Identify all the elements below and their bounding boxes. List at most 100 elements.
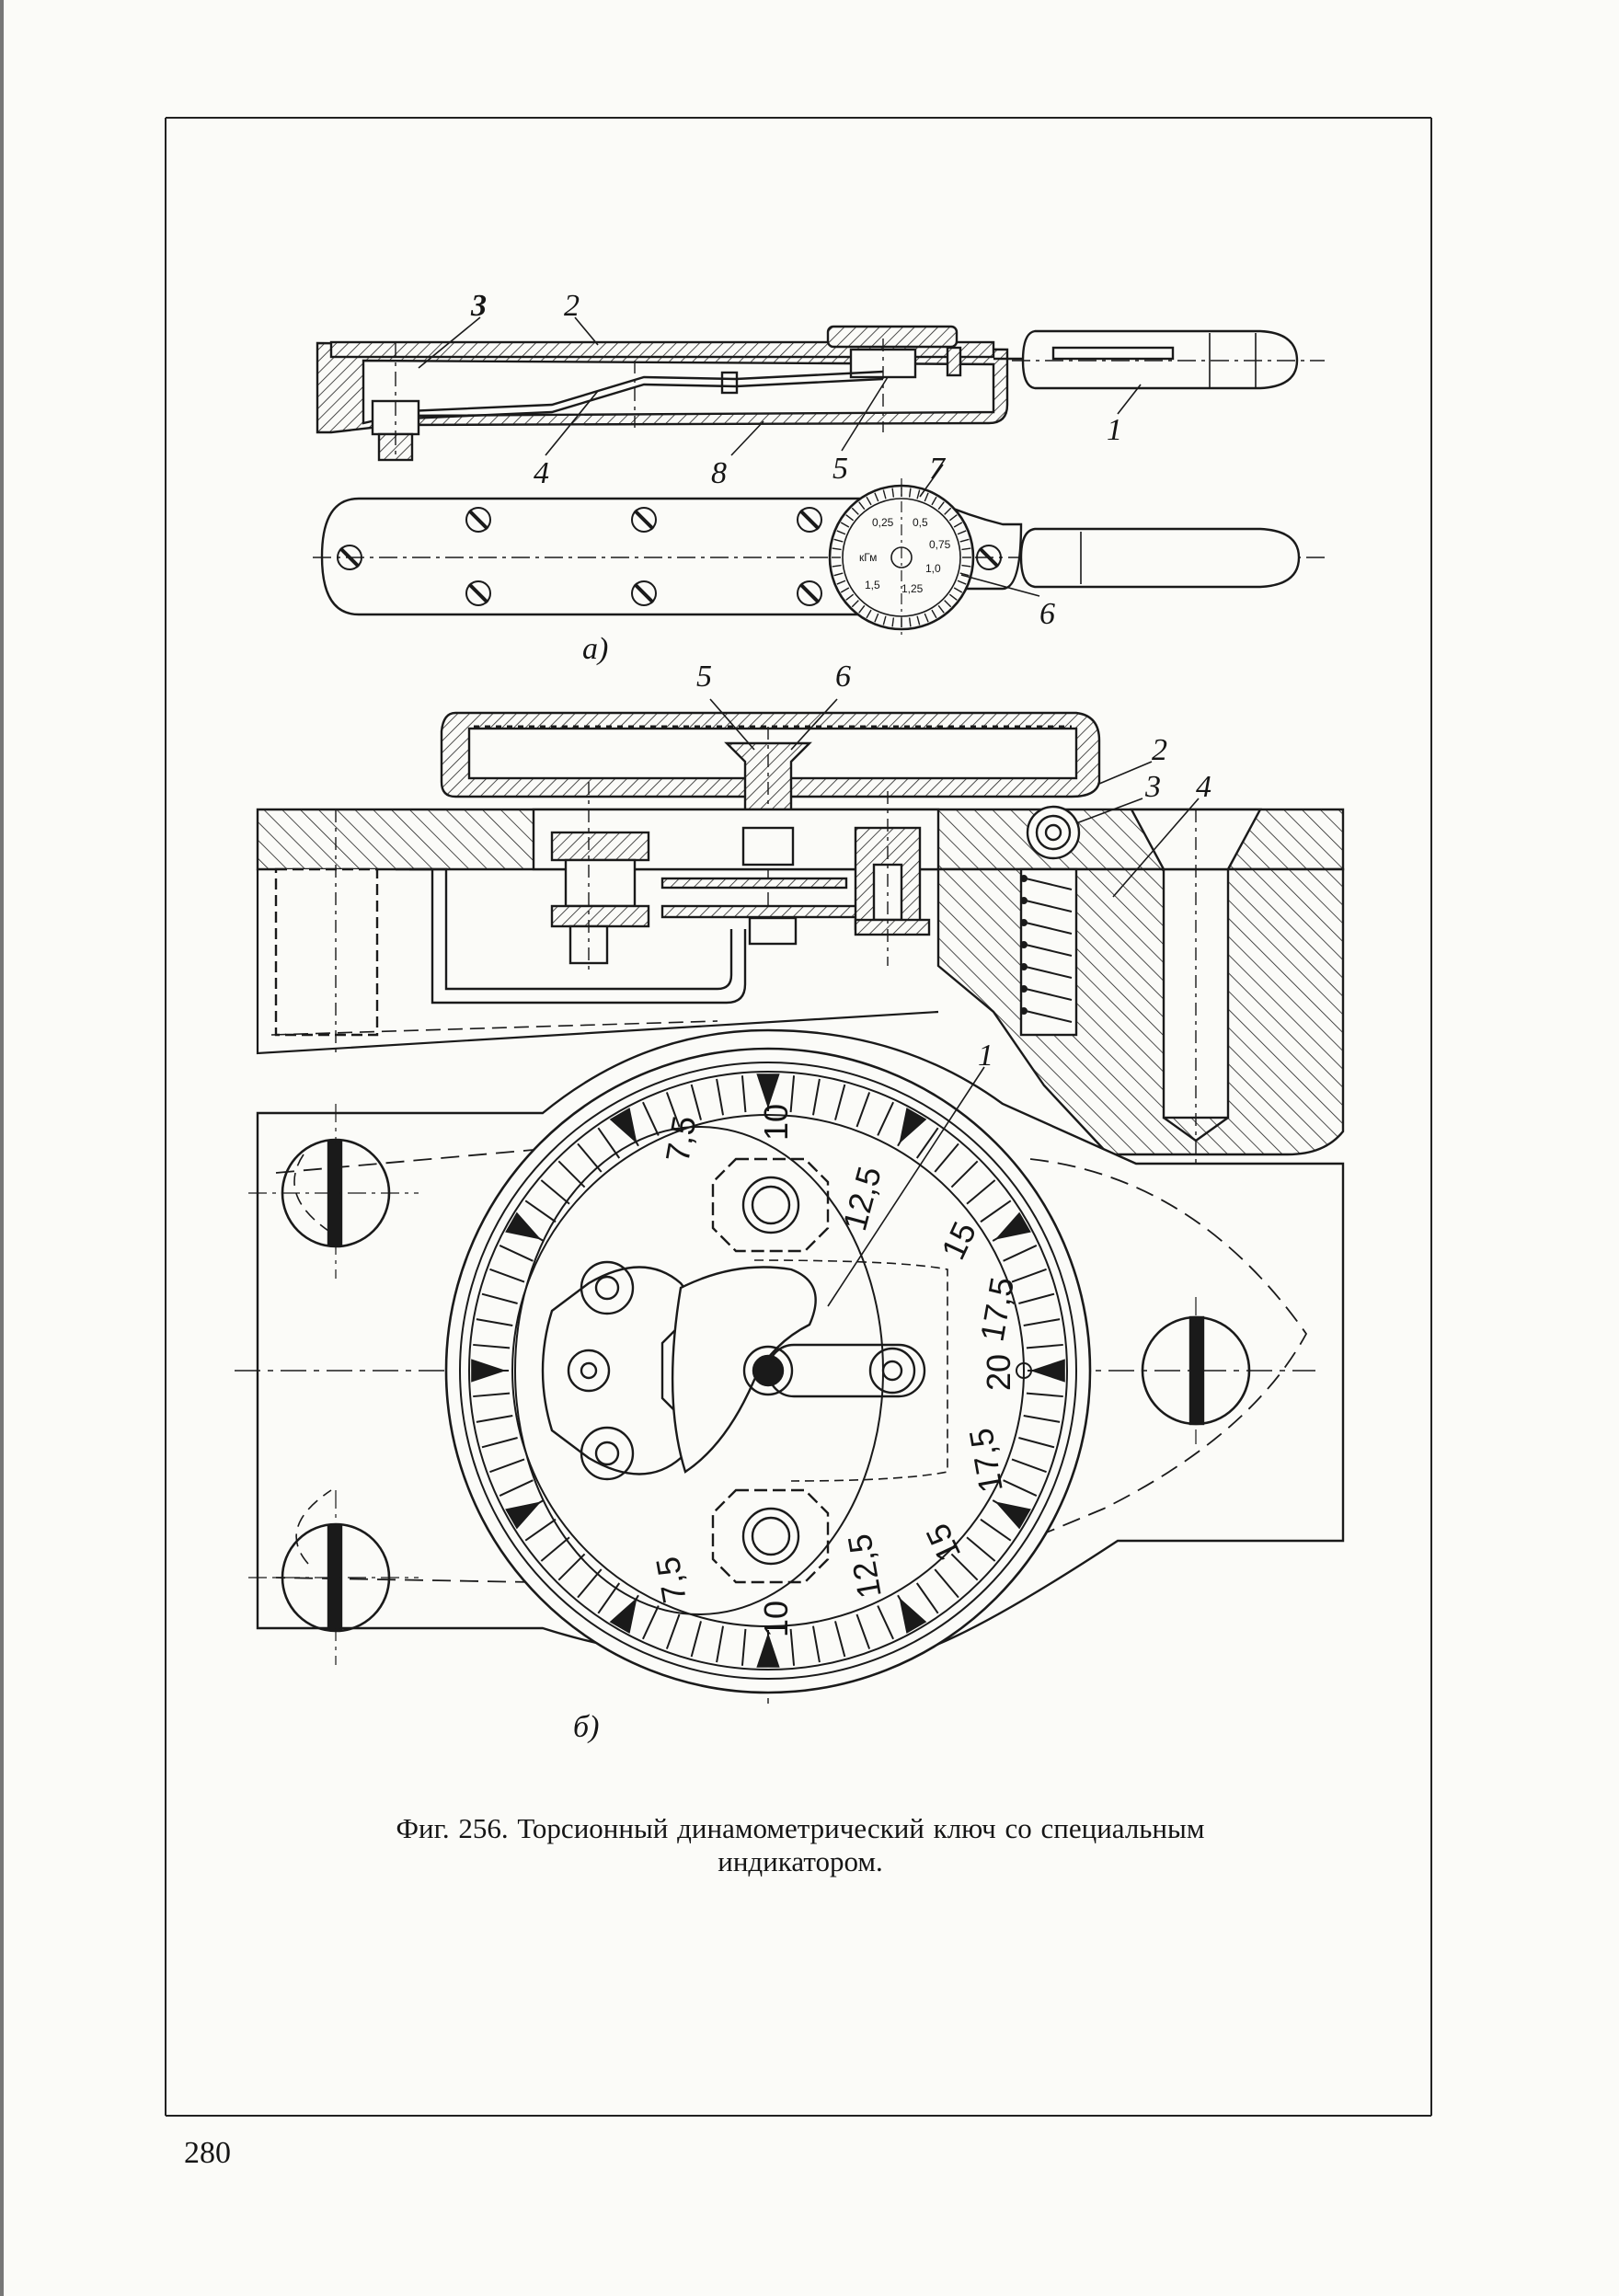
dial-tick — [642, 1101, 660, 1136]
spring-coil-end — [1020, 941, 1028, 948]
mini-dial-label: 0,5 — [913, 516, 928, 529]
callout-6: 6 — [1039, 597, 1055, 631]
mini-dial-tick — [924, 613, 929, 623]
dial-number: 10 — [757, 1104, 795, 1141]
mini-dial-label: 0,75 — [929, 538, 951, 551]
mini-dial-tick — [874, 613, 879, 623]
mini-dial-tick — [948, 593, 958, 601]
dial-tick — [557, 1160, 586, 1188]
dial-tick — [915, 1127, 939, 1159]
callout-1: 1 — [1107, 413, 1122, 447]
mini-dial-tick — [959, 572, 970, 577]
mini-dial-tick — [851, 507, 859, 515]
dial-tick — [934, 1568, 959, 1599]
mini-dial-tick — [858, 604, 866, 614]
dial-tick — [473, 1343, 511, 1349]
dial-tick — [642, 1605, 660, 1640]
dial-tick — [716, 1078, 725, 1116]
spring-coil — [1025, 944, 1073, 957]
dial-marker — [505, 1211, 542, 1240]
dial-marker — [899, 1108, 927, 1144]
dial-marker — [756, 1632, 780, 1668]
view-b-label: б) — [573, 1710, 599, 1744]
dial-marker — [994, 1501, 1031, 1530]
mini-dial-ticks — [832, 488, 971, 627]
dial-marker — [1029, 1359, 1065, 1383]
mini-dial-tick — [937, 604, 945, 614]
dial-tick — [1003, 1479, 1038, 1497]
dial-tick — [811, 1078, 821, 1116]
mini-dial-tick — [891, 617, 895, 627]
spring-coil-end — [1020, 897, 1028, 904]
mini-dial-tick — [845, 593, 855, 601]
mini-dial-tick — [957, 530, 967, 535]
callouts-view-a: 3 2 1 4 8 5 7 6 а) — [470, 289, 1122, 666]
dial-marker — [994, 1211, 1031, 1240]
dial-tick — [481, 1437, 518, 1449]
leaders-view-b-section — [709, 698, 1200, 898]
view-a-label: а) — [582, 632, 608, 666]
mini-dial-tick — [866, 496, 872, 506]
mini-dial-tick — [874, 492, 879, 502]
figure-caption: Фиг. 256. Торсионный динамометрический к… — [166, 1812, 1435, 1878]
callout-3: 3 — [470, 289, 487, 323]
callout-2: 2 — [564, 289, 580, 323]
spring-coil-end — [1020, 985, 1028, 993]
dial-tick — [1003, 1245, 1038, 1262]
dial-tick — [690, 1621, 702, 1658]
leaders-view-a — [418, 316, 1142, 597]
view-a-side-section — [316, 325, 1325, 462]
mini-dial-tick — [891, 488, 895, 498]
mini-dial-tick — [858, 501, 866, 511]
mini-dial-tick — [851, 600, 859, 608]
mini-dial-tick — [931, 609, 937, 619]
callout-8: 8 — [711, 456, 727, 490]
mini-dial-tick — [953, 522, 963, 528]
mini-dial-label: 1,0 — [925, 562, 941, 575]
mini-dial-tick — [840, 587, 850, 593]
dial-tick — [1023, 1318, 1061, 1327]
page-number: 280 — [184, 2136, 231, 2170]
mini-dial-tick — [931, 496, 937, 506]
callout-4: 4 — [534, 456, 549, 490]
callout-1b: 1 — [978, 1039, 993, 1073]
mini-dial-tick — [882, 489, 887, 499]
dial-tick — [966, 1536, 996, 1562]
dial-tick — [834, 1084, 846, 1120]
callout-6b: 6 — [835, 660, 851, 694]
dial-tick — [524, 1518, 557, 1542]
dial-tick — [489, 1458, 525, 1474]
dial-tick — [934, 1142, 959, 1173]
dial-tick — [473, 1392, 511, 1398]
dial-tick — [716, 1625, 725, 1663]
view-a-plan — [313, 478, 1325, 637]
page-frame — [165, 117, 1432, 2117]
callout-3b: 3 — [1144, 770, 1161, 804]
mini-dial-tick — [832, 564, 842, 568]
dial-tick — [1018, 1292, 1055, 1304]
dial-tick — [877, 1101, 894, 1136]
dial-marker — [609, 1597, 637, 1634]
dial-tick — [1023, 1414, 1061, 1423]
dial-marker — [471, 1359, 507, 1383]
mini-dial-label: 1,25 — [901, 582, 924, 595]
mini-dial-tick — [840, 522, 850, 528]
mini-dial-tick — [944, 600, 952, 608]
dial-tick — [834, 1621, 846, 1658]
dial-tick — [915, 1582, 939, 1614]
mini-dial-tick — [836, 580, 846, 585]
mini-dial-tick — [908, 617, 912, 627]
callout-5: 5 — [832, 452, 848, 486]
scan-edge — [0, 0, 4, 2296]
dial-tick — [1011, 1458, 1047, 1474]
dial-tick — [557, 1553, 586, 1581]
dial-tick — [950, 1160, 979, 1188]
dial-marker — [899, 1597, 927, 1634]
mini-dial-tick — [937, 501, 945, 511]
dial-tick — [665, 1092, 681, 1128]
dial-marker — [505, 1501, 542, 1530]
callout-5b: 5 — [696, 660, 712, 694]
mini-dial-tick — [833, 572, 844, 577]
mini-dial-tick — [948, 514, 958, 522]
